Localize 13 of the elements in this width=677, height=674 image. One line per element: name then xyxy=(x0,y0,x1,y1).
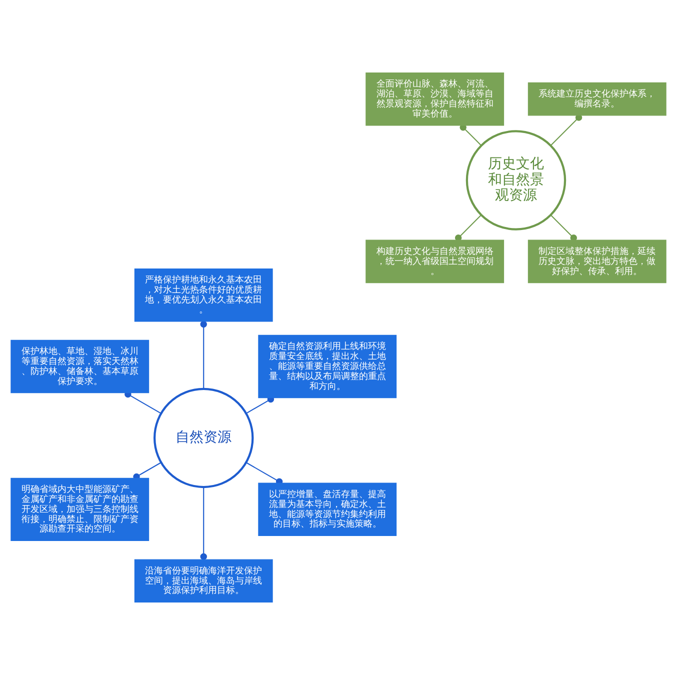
node-box: 保护林地、草地、湿地、冰川等重要自然资源，落实天然林、防护林、储备林、基本草原保护要求。 xyxy=(10,339,150,393)
node-box: 构建历史文化与自然景观网络，统一纳入省级国土空间规划。 xyxy=(366,239,504,283)
node-box: 全面评价山脉、森林、河流、湖泊、草原、沙漠、海域等自然景观资源，保护自然特征和审美价值。 xyxy=(366,72,504,126)
node-circle: 自然资源 xyxy=(154,387,254,488)
node-box: 明确省域内大中型能源矿产、金属矿产和非金属矿产的勘查开发区域，加强与三条控制线衔接，明确禁止、限制矿产资源勘查开采的空间。 xyxy=(10,477,150,540)
node-box: 沿海省份要明确海洋开发保护空间，提出海域、海岛与岸线资源保护利用目标。 xyxy=(134,558,273,602)
node-box: 以严控增量、盘活存量、提高流量为基本导向，确定水、土地、能源等资源节约集约利用的目标、指标与实施策略。 xyxy=(258,482,397,536)
connector xyxy=(200,486,207,560)
node-box: 严格保护耕地和永久基本农田，对水土光热条件好的优质耕地，要优先划入永久基本农田。 xyxy=(134,268,273,322)
node-box: 确定自然资源利用上线和环境质量安全底线，提出水、土地、能源等重要自然资源供给总量、结构以及布局调整的重点和方向。 xyxy=(258,334,397,398)
node-box: 系统建立历史文化保护体系，编撰名录。 xyxy=(528,82,666,116)
connector xyxy=(200,320,207,388)
node-box: 制定区域整体保护措施，延续历史文脉，突出地方特色，做好保护、传承、利用。 xyxy=(528,239,666,283)
